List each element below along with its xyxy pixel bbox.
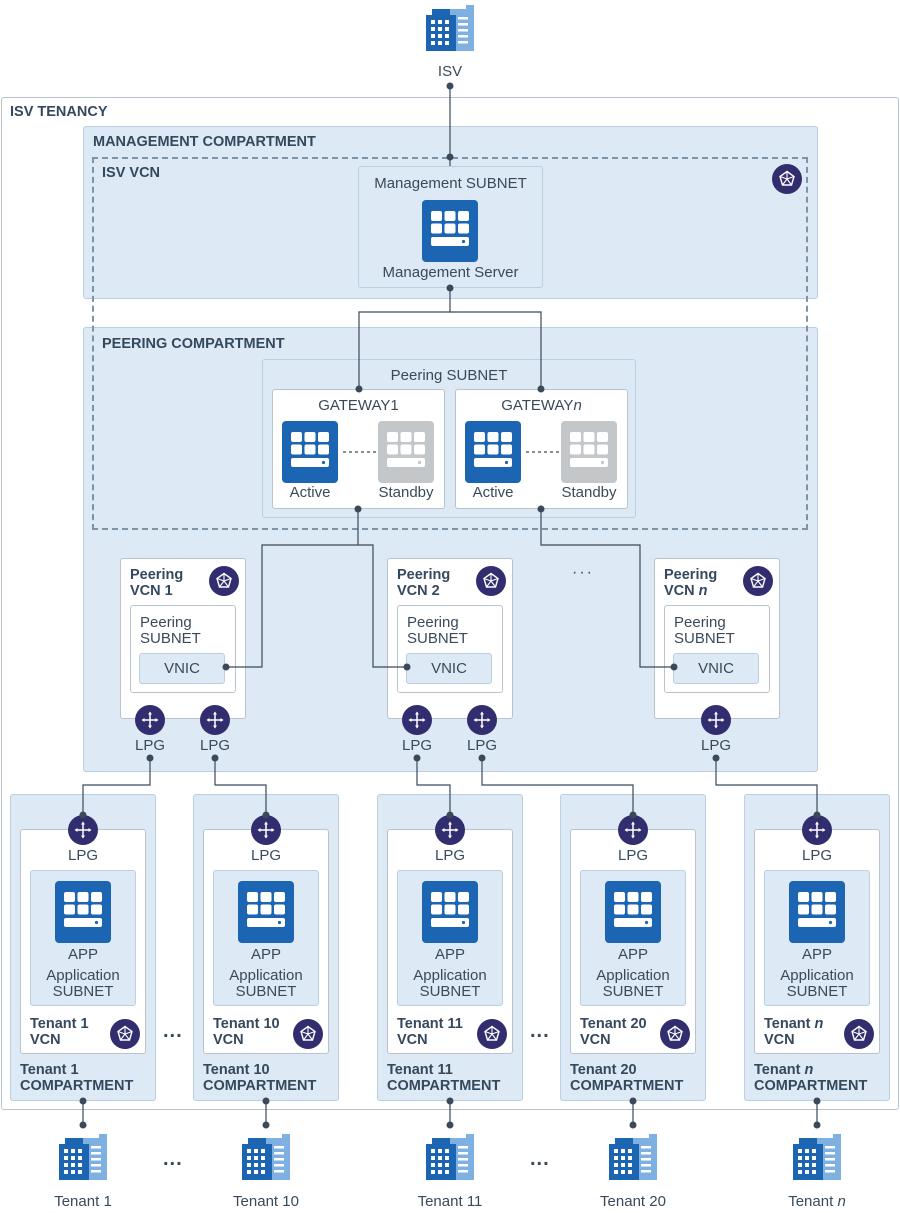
gatewayn-active-label: Active (472, 484, 514, 501)
peering-compartment-title: PEERING COMPARTMENT (102, 336, 285, 352)
tenant-10-lpg-label: LPG (250, 847, 281, 864)
tenant-n-building-label: Tenant n (788, 1193, 846, 1210)
gatewayn-title: GATEWAYn (501, 397, 582, 414)
gateway1-active-label: Active (289, 484, 331, 501)
gateway1-standby-label: Standby (378, 484, 434, 501)
isv-label: ISV (437, 63, 463, 80)
peering-vcn-2-icon (476, 566, 506, 596)
tenant-20-lpg-label: LPG (617, 847, 648, 864)
peering-vcn-2-lpg-b-label: LPG (466, 737, 497, 754)
peering-vcn-1-icon (209, 566, 239, 596)
gatewayn-active-server-icon (465, 421, 521, 483)
lpg-router-icon (135, 705, 165, 735)
gateway1-standby-server-icon (378, 421, 434, 483)
peering-vcn-n-icon (743, 566, 773, 596)
peering-vcn-1-lpg-b-label: LPG (199, 737, 230, 754)
lpg-router-icon (200, 705, 230, 735)
tenant-11-building-label: Tenant 11 (417, 1193, 483, 1210)
peering-vcn-n-vnic: VNIC (673, 653, 759, 684)
tenant-n-app-server-icon (789, 881, 845, 943)
tenant-1-building-icon (55, 1132, 111, 1182)
building-ellipsis-a: ... (163, 1148, 183, 1170)
tenant-11-lpg-label: LPG (434, 847, 465, 864)
building-ellipsis-b: ... (530, 1148, 550, 1170)
isv-vcn-icon (772, 164, 802, 194)
management-server-label: Management Server (382, 264, 519, 281)
peering-vcn-2-vnic: VNIC (406, 653, 492, 684)
lpg-router-icon (467, 705, 497, 735)
lpg-router-icon (618, 815, 648, 845)
tenant-1-lpg-label: LPG (67, 847, 98, 864)
isv-tenancy-title: ISV TENANCY (10, 104, 108, 120)
tenant-ellipsis-b: ... (530, 1020, 550, 1042)
tenant-20-app-server-icon (605, 881, 661, 943)
tenant-10-building-label: Tenant 10 (233, 1193, 299, 1210)
tenant-n-lpg-label: LPG (801, 847, 832, 864)
gatewayn-standby-label: Standby (561, 484, 617, 501)
tenant-1-vcn-icon (110, 1019, 140, 1049)
tenant-11-app-server-icon (422, 881, 478, 943)
management-server-icon (422, 200, 478, 262)
tenant-20-building-icon (605, 1132, 661, 1182)
management-compartment-title: MANAGEMENT COMPARTMENT (93, 134, 316, 150)
gateway1-title: GATEWAY1 (318, 397, 399, 414)
tenant-1-building-label: Tenant 1 (54, 1193, 112, 1210)
lpg-router-icon (402, 705, 432, 735)
gateway1-active-server-icon (282, 421, 338, 483)
peering-vcn-1-lpg-a-label: LPG (134, 737, 165, 754)
tenant-11-building-icon (422, 1132, 478, 1182)
peering-vcn-n-lpg-label: LPG (700, 737, 731, 754)
management-subnet-title: Management SUBNET (374, 175, 527, 192)
tenant-20-vcn-icon (660, 1019, 690, 1049)
tenant-11-vcn-icon (477, 1019, 507, 1049)
tenant-20-building-label: Tenant 20 (600, 1193, 666, 1210)
tenant-10-building-icon (238, 1132, 294, 1182)
tenant-n-building-icon (789, 1132, 845, 1182)
peering-vcn-2-lpg-a-label: LPG (401, 737, 432, 754)
peering-vcn-1-vnic: VNIC (139, 653, 225, 684)
lpg-router-icon (802, 815, 832, 845)
lpg-router-icon (68, 815, 98, 845)
isv-vcn-title: ISV VCN (102, 165, 161, 181)
tenant-ellipsis-a: ... (163, 1020, 183, 1042)
lpg-router-icon (701, 705, 731, 735)
lpg-router-icon (435, 815, 465, 845)
tenant-10-vcn-icon (293, 1019, 323, 1049)
tenant-n-vcn-icon (844, 1019, 874, 1049)
lpg-router-icon (251, 815, 281, 845)
isv-building-icon (422, 3, 478, 53)
tenant-1-app-server-icon (55, 881, 111, 943)
tenant-10-app-server-icon (238, 881, 294, 943)
peering-subnet-title: Peering SUBNET (390, 367, 508, 384)
peering-vcn-ellipsis: ··· (572, 564, 594, 581)
gatewayn-standby-server-icon (561, 421, 617, 483)
